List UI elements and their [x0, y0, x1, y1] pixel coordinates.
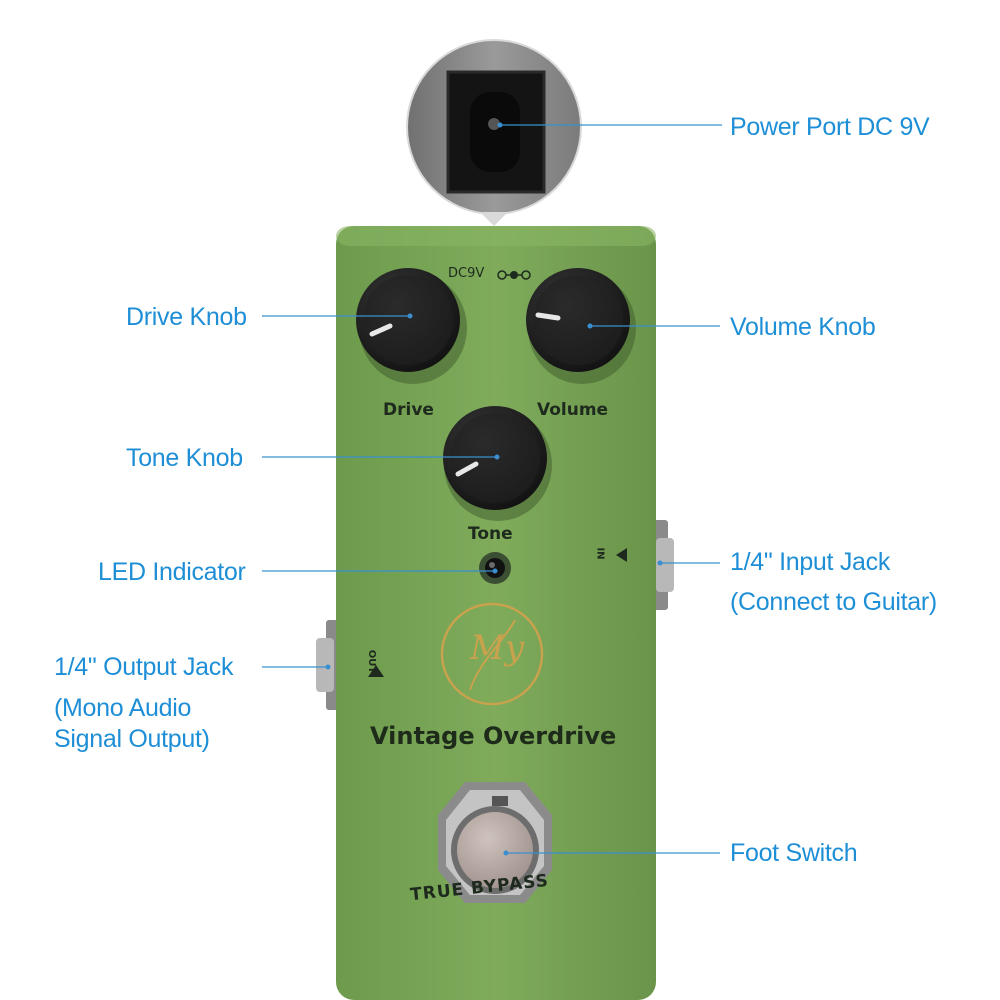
leader-lines — [262, 122, 722, 856]
callout-input-jack-line2: (Connect to Guitar) — [730, 588, 937, 616]
callout-tone-knob: Tone Knob — [126, 444, 243, 472]
volume-knob[interactable] — [526, 268, 630, 372]
callout-power-port: Power Port DC 9V — [730, 113, 930, 141]
callout-volume-knob: Volume Knob — [730, 313, 876, 341]
volume-label: Volume — [537, 400, 609, 420]
callout-led-indicator: LED Indicator — [98, 558, 246, 586]
tone-label: Tone — [468, 524, 513, 544]
led-indicator — [479, 552, 511, 584]
callout-output-jack-line3: Signal Output) — [54, 725, 210, 753]
output-label: OUT — [366, 649, 378, 674]
input-label: IN — [594, 547, 606, 560]
callout-drive-knob: Drive Knob — [126, 303, 247, 331]
arrow-left-icon — [368, 665, 384, 677]
arrow-left-icon — [616, 548, 627, 562]
callout-foot-switch: Foot Switch — [730, 839, 858, 867]
callout-output-jack-line2: (Mono Audio — [54, 694, 192, 722]
power-label: DC9V — [448, 266, 485, 281]
callout-input-jack-line1: 1/4" Input Jack — [730, 548, 891, 576]
logo-text: My — [470, 628, 525, 668]
drive-knob[interactable] — [356, 268, 460, 372]
model-name: Vintage Overdrive — [370, 722, 617, 750]
callout-input-jack: 1/4" Input Jack (Connect to Guitar) — [730, 547, 937, 618]
callout-output-jack: 1/4" Output Jack (Mono Audio Signal Outp… — [54, 652, 233, 755]
brand-logo — [440, 602, 544, 706]
pedal-body — [336, 226, 656, 1000]
drive-label: Drive — [383, 400, 434, 420]
polarity-icon — [497, 270, 531, 280]
power-port-zoom — [406, 39, 582, 226]
foot-switch[interactable] — [438, 782, 552, 903]
callout-output-jack-line1: 1/4" Output Jack — [54, 653, 234, 681]
